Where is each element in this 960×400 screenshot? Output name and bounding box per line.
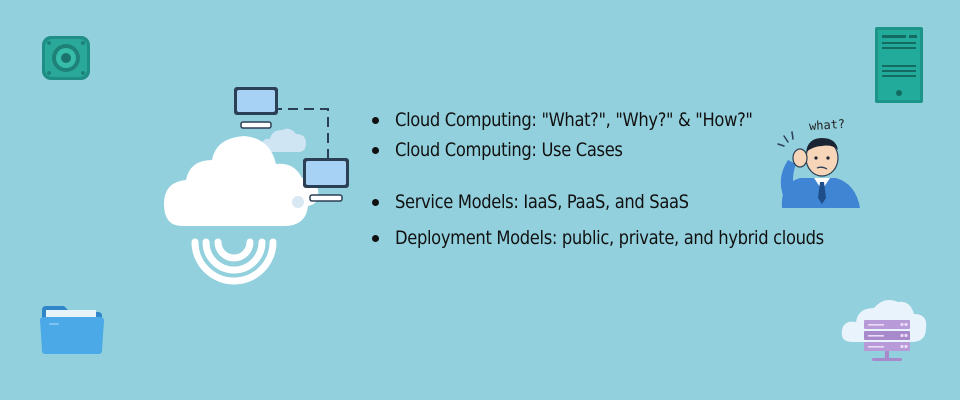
- list-item-text: Deployment Models: public, private, and …: [395, 227, 824, 249]
- speech-label: what?: [808, 116, 846, 134]
- list-item: Cloud Computing: Use Cases: [372, 136, 660, 164]
- list-item-text: Cloud Computing: "What?", "Why?" & "How?…: [395, 109, 753, 131]
- list-item-text: Service Models: IaaS, PaaS, and SaaS: [395, 191, 689, 213]
- bullet-dot: [372, 234, 379, 242]
- cloud-server-icon: [841, 300, 927, 361]
- speaker-icon: [42, 36, 90, 80]
- server-tower-icon: [875, 27, 923, 103]
- bullet-dot: [372, 116, 379, 124]
- cloud-network-illustration: [164, 87, 349, 285]
- bullet-dot: [372, 198, 379, 206]
- list-item-text: Cloud Computing: Use Cases: [395, 139, 623, 161]
- list-item: Deployment Models: public, private, and …: [372, 224, 894, 252]
- bullet-dot: [372, 146, 379, 154]
- confused-man-illustration: [777, 131, 860, 208]
- list-item: Service Models: IaaS, PaaS, and SaaS: [372, 188, 737, 216]
- folder-icon: [40, 306, 104, 354]
- list-item: Cloud Computing: "What?", "Why?" & "How?…: [372, 106, 811, 134]
